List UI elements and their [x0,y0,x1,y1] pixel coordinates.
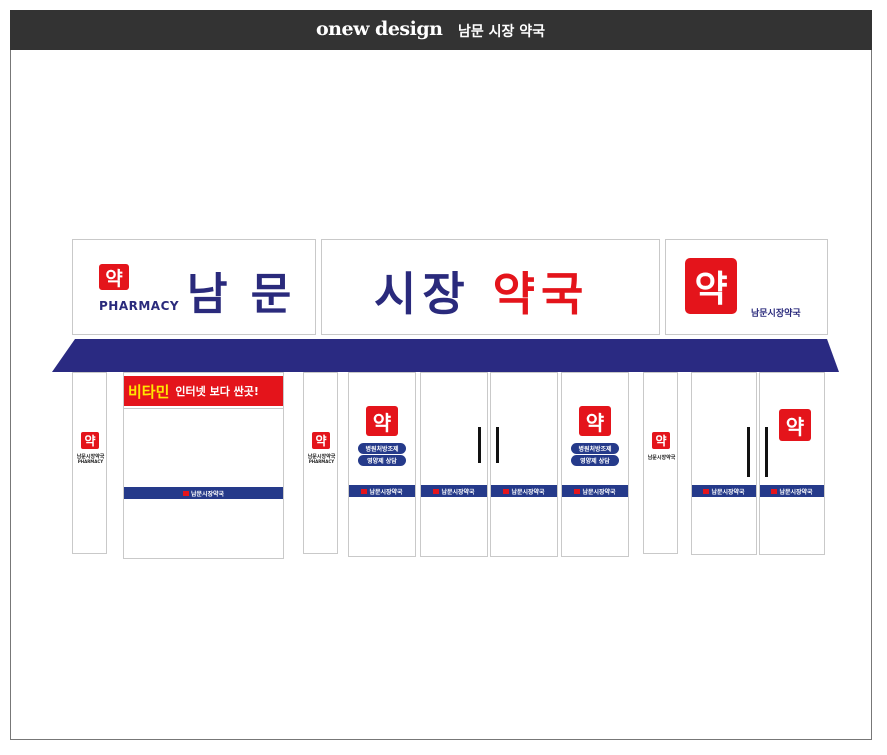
door-logo-icon: 약 [366,406,398,436]
banner-window: 비타민 인터넷 보다 싼곳! 남문시장약국 [123,372,284,559]
entrance-door-left: 남문시장약국 [420,372,488,557]
column-caption: 남문시장약국 [76,454,105,460]
awning [52,339,839,372]
column-middle: 약 남문시장약국 PHARMACY [303,372,338,554]
column-caption: 남문시장약국 [307,454,336,460]
column-caption: 남문시장약국 [647,455,676,461]
sign-center: 시장 약국 [321,239,660,335]
door-handle [765,427,768,477]
door-handle [747,427,750,477]
sign-left: 약 PHARMACY 남 문 [72,239,316,335]
vitamin-banner: 비타민 인터넷 보다 싼곳! [124,376,283,406]
door-strip: 남문시장약국 [491,485,557,497]
door-logo-icon: 약 [779,409,811,441]
door-strip: 남문시장약국 [760,485,824,497]
sign-left-name: 남 문 [187,269,296,320]
door-handle [478,427,481,463]
side-door-right: 약 남문시장약국 [759,372,825,555]
door-strip: 남문시장약국 [562,485,628,497]
column-left: 약 남문시장약국 PHARMACY [72,372,107,554]
door-strip: 남문시장약국 [349,485,415,497]
column-logo-icon: 약 [81,432,99,449]
service-pill-2: 영양제 상담 [358,455,406,466]
pharmacy-label: PHARMACY [99,299,180,313]
sign-right: 약 남문시장약국 [665,239,828,335]
sign-center-part1: 시장 [374,267,471,321]
door-panel-d: 약 병원처방조제 영양제 상담 남문시장약국 [561,372,629,557]
sign-center-part2: 약국 [492,267,590,321]
column-logo-icon: 약 [312,432,330,449]
entrance-door-right: 남문시장약국 [490,372,558,557]
service-pill-2: 영양제 상담 [571,455,619,466]
service-pill-1: 병원처방조제 [571,443,619,454]
window-strip: 남문시장약국 [124,487,283,499]
service-pill-1: 병원처방조제 [358,443,406,454]
sign-right-caption: 남문시장약국 [751,309,801,319]
header-bar [10,10,872,50]
brand-logo: onew design [316,18,443,40]
door-strip: 남문시장약국 [692,485,756,497]
door-panel-a: 약 병원처방조제 영양제 상담 남문시장약국 [348,372,416,557]
window-inner [124,408,283,409]
side-door-left: 남문시장약국 [691,372,757,555]
pharmacy-logo-icon: 약 [99,264,129,290]
header-title: 남문 시장 약국 [458,24,546,40]
banner-text: 인터넷 보다 싼곳! [175,385,259,398]
door-strip: 남문시장약국 [421,485,487,497]
column-sub: PHARMACY [77,459,104,464]
pharmacy-logo-icon-large: 약 [685,258,737,314]
door-handle [496,427,499,463]
banner-highlight: 비타민 [128,382,170,401]
column-logo-icon: 약 [652,432,670,449]
column-sub: PHARMACY [308,459,335,464]
column-right: 약 남문시장약국 [643,372,678,554]
door-logo-icon: 약 [579,406,611,436]
